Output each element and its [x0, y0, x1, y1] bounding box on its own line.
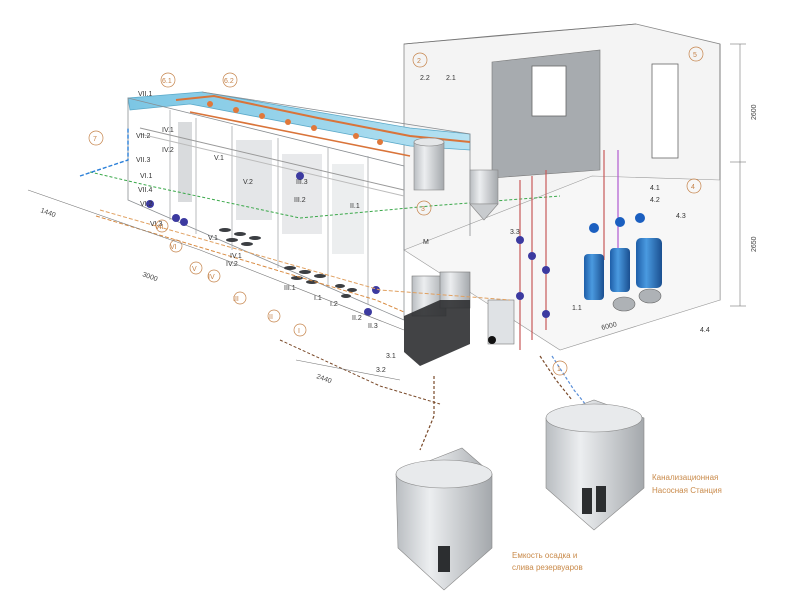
label-iii2: III.2 [294, 197, 306, 204]
tank-module [79, 91, 561, 321]
label-3-1: 3.1 [386, 353, 396, 360]
callout-5: 5 [693, 52, 697, 59]
callout-2: 2 [417, 58, 421, 65]
dimensions: 2600 2650 2440 3000 1440 6000 [27, 104, 758, 385]
callout-vii: VII [155, 224, 164, 231]
callout-1: 1 [557, 366, 561, 373]
caption-pump-station-line1: Канализационная [652, 473, 718, 482]
label-v1: V.1 [208, 235, 218, 242]
dim-2440: 2440 [315, 373, 332, 385]
caption-sludge-tank-line1: Емкость осадка и [512, 551, 577, 560]
label-ii1: II.1 [350, 203, 360, 210]
door [651, 63, 679, 159]
label-v2: V.2 [243, 179, 253, 186]
dim-3000: 3000 [141, 271, 158, 283]
label-vi2: VI.2 [140, 201, 153, 208]
callout-iii: III [233, 296, 239, 303]
caption-pump-station-line2: Насосная Станция [652, 486, 722, 495]
label-4-2: 4.2 [650, 197, 660, 204]
label-vi1: VI.1 [140, 173, 153, 180]
inlet-pipe [79, 128, 129, 177]
callout-vi: VI [170, 244, 177, 251]
label-4-3: 4.3 [676, 213, 686, 220]
label-3-2: 3.2 [376, 367, 386, 374]
label-iv1: IV.1 [230, 253, 242, 260]
callout-6-1: 6.1 [162, 78, 172, 85]
callout-3: 3 [421, 206, 425, 213]
callout-iv: IV [208, 274, 215, 281]
blowers [612, 288, 662, 312]
label-iii1: III.1 [284, 285, 296, 292]
callout-v: V [192, 266, 197, 273]
label-i2: I.2 [330, 301, 338, 308]
label-4-4: 4.4 [700, 327, 710, 334]
label-iv2: IV.2 [226, 261, 238, 268]
callout-ii: II [269, 314, 273, 321]
dim-1440: 1440 [39, 207, 56, 219]
chemical-tank [584, 254, 604, 300]
label-4-1: 4.1 [650, 185, 660, 192]
label-iv1-top: IV.1 [162, 127, 174, 134]
caption-sludge-tank-line2: слива резервуаров [512, 563, 583, 572]
media-panel [178, 122, 192, 202]
callout-7: 7 [93, 136, 97, 143]
dim-2650: 2650 [751, 236, 758, 252]
label-i1: I.1 [314, 295, 322, 302]
label-vii4: VII.4 [138, 187, 153, 194]
label-vii3: VII.3 [136, 157, 151, 164]
orange-pipe [189, 111, 411, 157]
callout-i: I [298, 328, 300, 335]
callout-text: 1 2 3 4 5 6.1 6.2 7 VII VI V IV III II I [93, 52, 697, 373]
media-panel [282, 154, 322, 234]
label-2-2: 2.2 [420, 75, 430, 82]
chemical-tank [610, 248, 630, 292]
callout-6-2: 6.2 [224, 78, 234, 85]
filter-tank [469, 169, 499, 205]
label-iii3: III.3 [296, 179, 308, 186]
callouts [88, 46, 704, 376]
label-iv2-top: IV.2 [162, 147, 174, 154]
chemical-tank [636, 238, 662, 288]
label-3-3: 3.3 [510, 229, 520, 236]
label-v1-top: V.1 [214, 155, 224, 162]
label-2-1: 2.1 [446, 75, 456, 82]
label-ii3: II.3 [368, 323, 378, 330]
valves [146, 172, 380, 316]
labels-layer: VII.1 VII.2 VII.3 VII.4 VI.1 VI.2 VI.3 I… [136, 75, 710, 374]
sludge-tank [395, 447, 493, 591]
label-vii2: VII.2 [136, 133, 151, 140]
window [531, 65, 567, 117]
label-m: M [423, 239, 429, 246]
diffusers [219, 228, 357, 298]
equipment [404, 137, 662, 366]
label-vii1: VII.1 [138, 91, 153, 98]
callout-4: 4 [691, 184, 695, 191]
settler-column [413, 141, 445, 191]
pump-station-tank [545, 399, 645, 531]
green-pipe [89, 171, 561, 219]
media-panel [236, 140, 272, 220]
dim-2600: 2600 [751, 104, 758, 120]
label-1-1: 1.1 [572, 305, 582, 312]
dim-6000: 6000 [601, 321, 618, 332]
label-ii2: II.2 [352, 315, 362, 322]
